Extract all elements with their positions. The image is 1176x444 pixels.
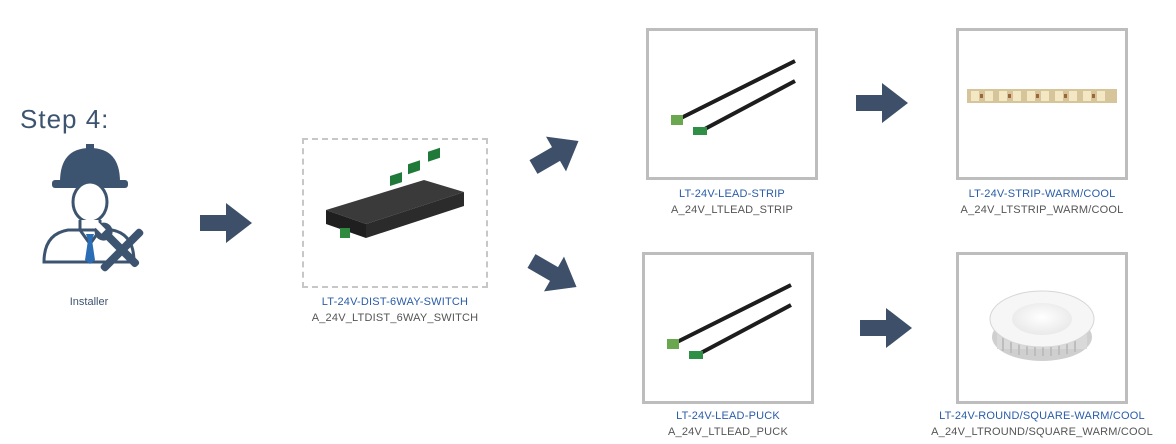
- distributor-image: [302, 138, 488, 288]
- step-title: Step 4:: [20, 104, 110, 134]
- puck-part: A_24V_LTROUND/SQUARE_WARM/COOL: [931, 426, 1153, 438]
- installer-icon: [34, 142, 164, 292]
- lead-strip-part: A_24V_LTLEAD_STRIP: [670, 204, 793, 216]
- lead-puck-part: A_24V_LTLEAD_PUCK: [668, 426, 788, 438]
- arrow-right-icon: [200, 203, 252, 243]
- strip-code: LT-24V-STRIP-WARM/COOL: [968, 188, 1116, 200]
- lead-puck-code: LT-24V-LEAD-PUCK: [676, 410, 780, 422]
- distributor-part: A_24V_LTDIST_6WAY_SWITCH: [311, 312, 479, 324]
- led-strip-image: [956, 28, 1128, 180]
- distributor-code: LT-24V-DIST-6WAY-SWITCH: [321, 296, 469, 308]
- strip-part: A_24V_LTSTRIP_WARM/COOL: [960, 204, 1124, 216]
- arrow-right-icon: [860, 308, 912, 348]
- lead-strip-image: [646, 28, 818, 180]
- puck-code: LT-24V-ROUND/SQUARE-WARM/COOL: [939, 410, 1145, 422]
- lead-puck-image: [642, 252, 814, 404]
- lead-strip-code: LT-24V-LEAD-STRIP: [679, 188, 785, 200]
- arrow-right-icon: [856, 83, 908, 123]
- arrow-up-right-icon: [528, 132, 584, 176]
- arrow-down-right-icon: [526, 252, 582, 296]
- puck-light-image: [956, 252, 1128, 404]
- installer-label: Installer: [69, 296, 109, 308]
